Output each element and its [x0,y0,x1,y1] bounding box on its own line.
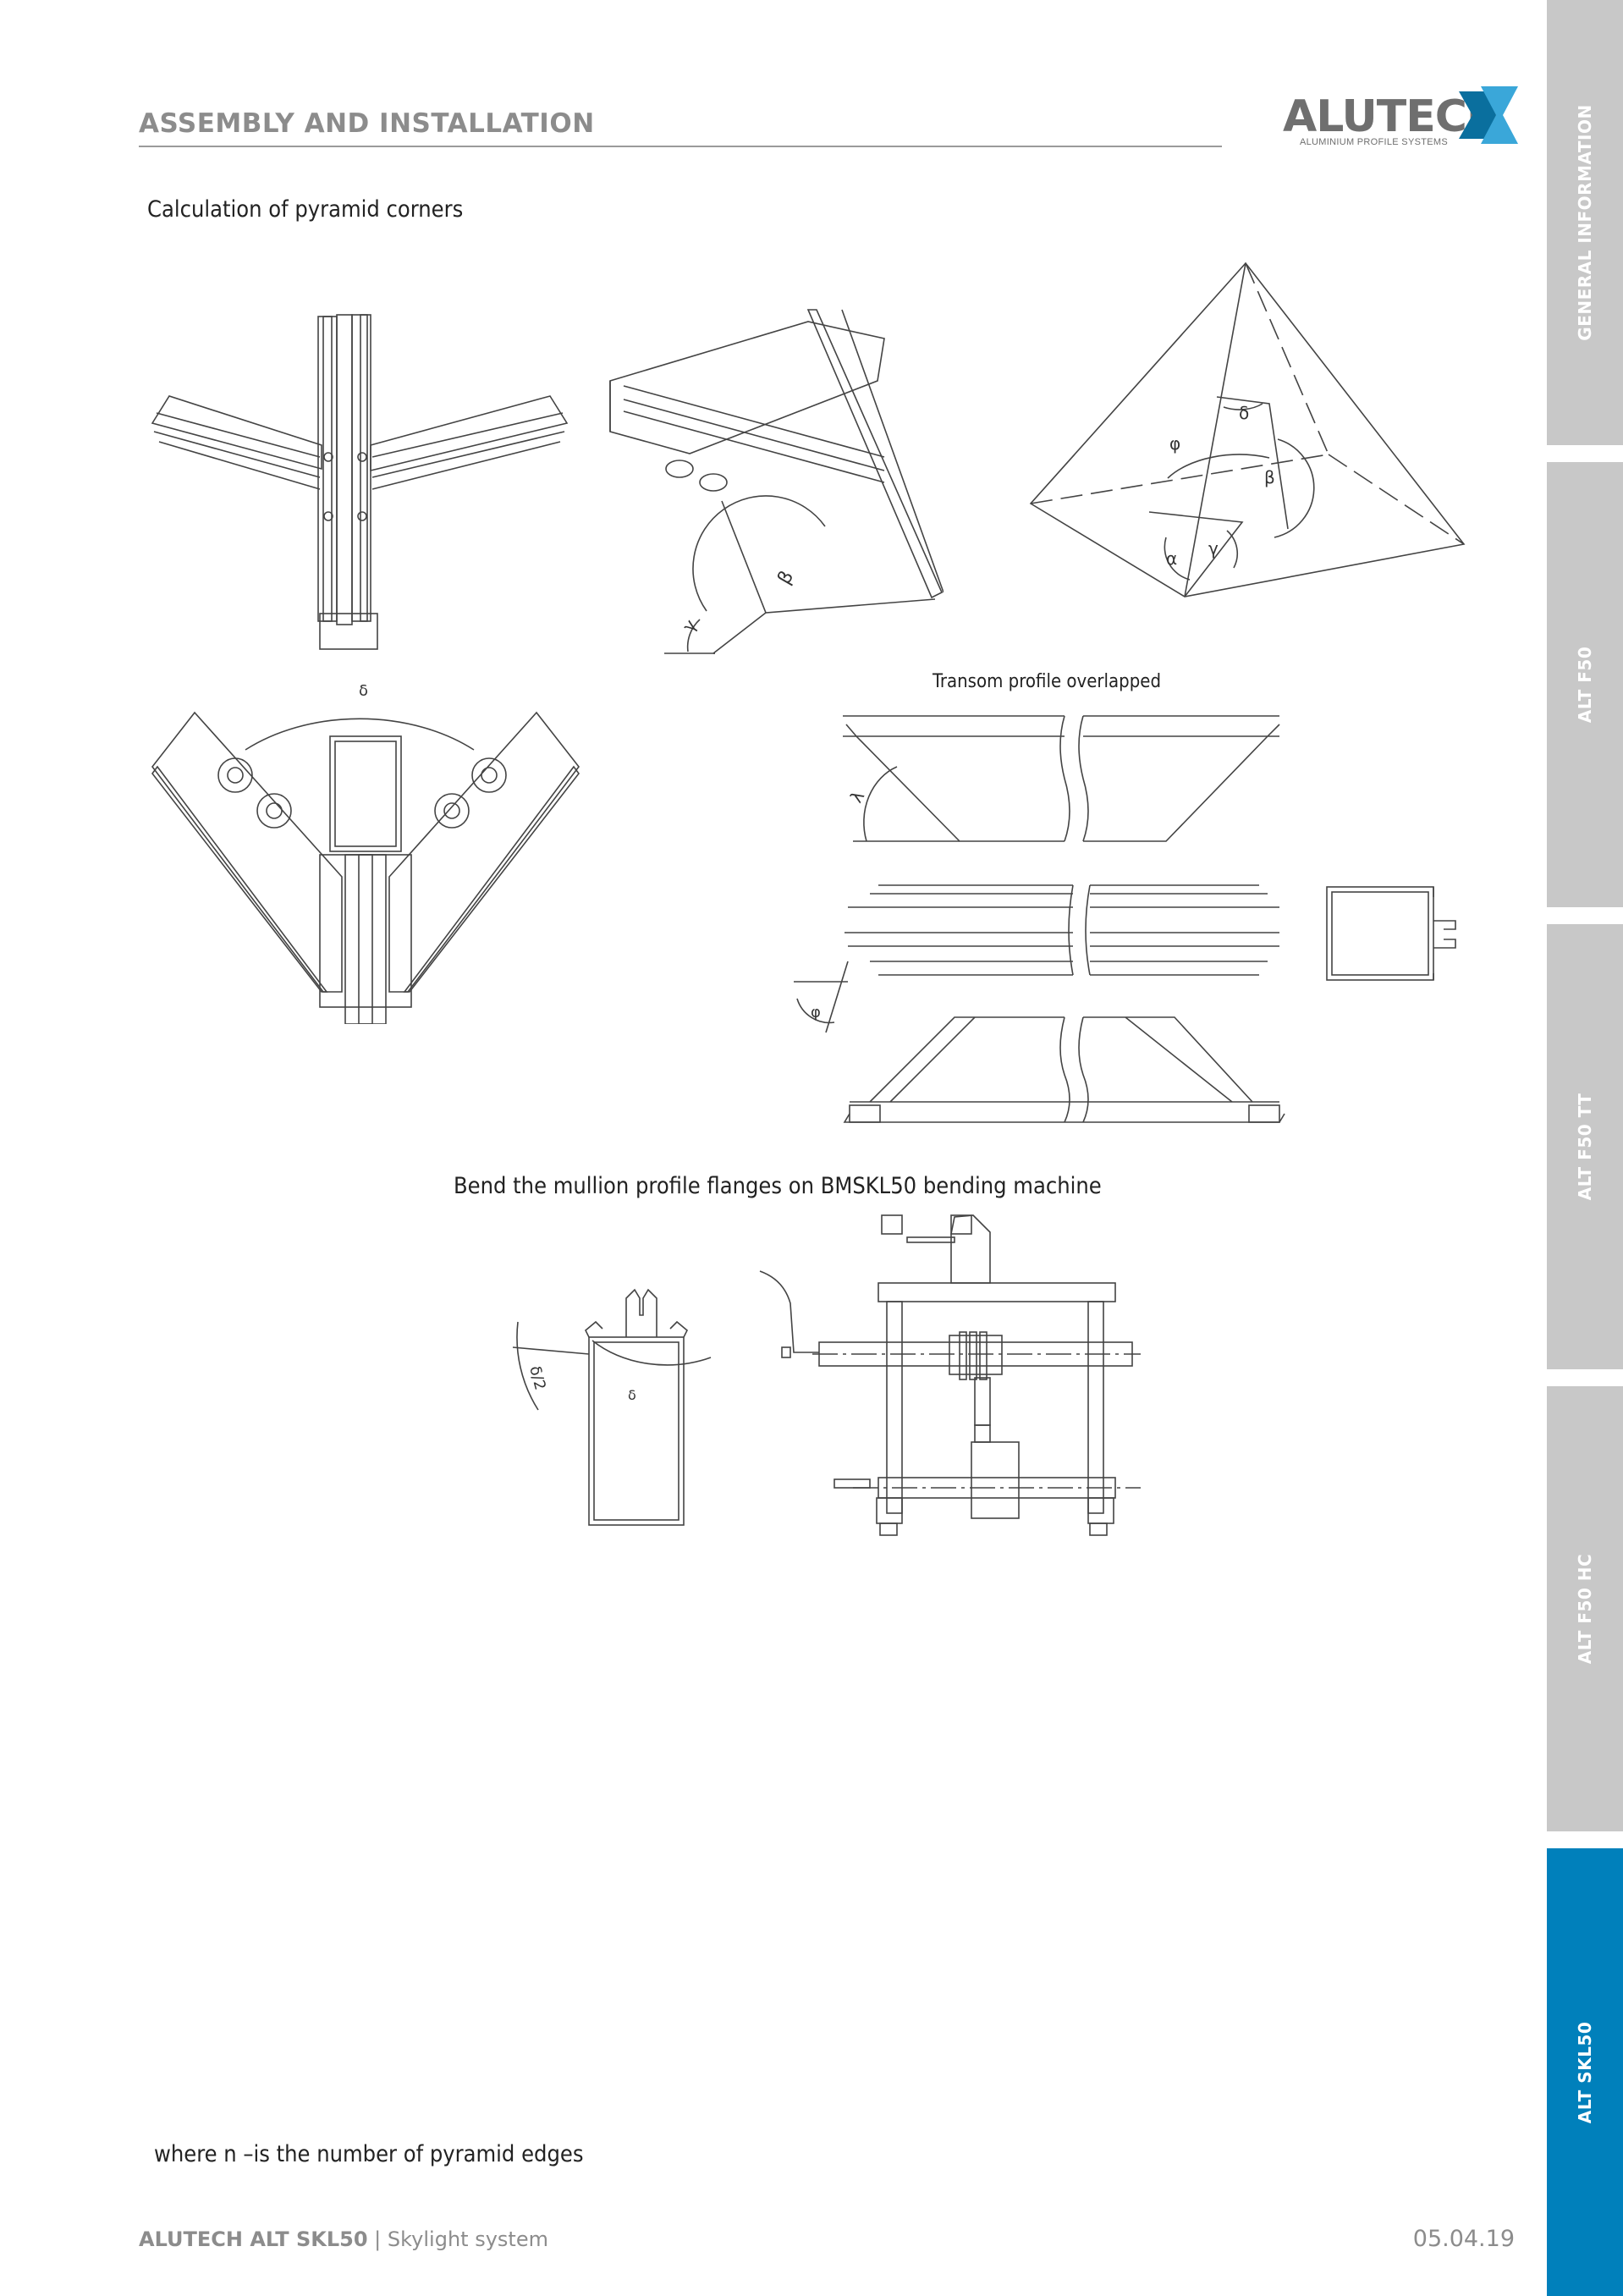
pyramid-note: where n –is the number of pyramid edges [154,2141,584,2167]
footer-product: Skylight system [387,2227,548,2251]
bending-machine-drawing [759,1214,1141,1536]
angle-phi-label: φ [1169,433,1180,454]
mullion-profile-bend-drawing: δ/2 δ [512,1288,712,1526]
transom-section-drawing [1326,886,1456,981]
mullion-top-view-drawing: δ [151,682,580,1024]
footer-separator: | [374,2227,382,2251]
side-tab-alt-f50[interactable]: ALT F50 [1547,462,1623,907]
angle-alpha-label: α [1166,548,1177,569]
side-tab-general-information[interactable]: GENERAL INFORMATION [1547,0,1623,445]
footer-brand: ALUTECH ALT SKL50 | Skylight system [139,2227,548,2251]
footer-brand-name: ALUTECH ALT SKL50 [139,2227,368,2251]
logo-mark-icon [1459,86,1518,144]
profile-perspective-drawing: β γ [609,309,944,654]
page-header-title: ASSEMBLY AND INSTALLATION [139,108,595,139]
angle-half-delta-label: δ/2 [525,1364,549,1392]
angle-beta-label: β [774,567,799,588]
angle-lambda-label: λ [846,787,869,806]
footer-date: 05.04.19 [1412,2226,1515,2252]
header-divider [139,146,1222,147]
angle-gamma-pyramid-label: γ [1208,538,1219,559]
transom-caption: Transom profile overlapped [933,671,1162,692]
angle-delta-label: δ [1239,403,1249,423]
mullion-transom-front-drawing [151,314,569,650]
side-tab-alt-skl50[interactable]: ALT SKL50 [1547,1848,1623,2296]
angle-gamma-label: γ [678,615,701,636]
side-tab-alt-f50-tt[interactable]: ALT F50 TT [1547,924,1623,1369]
section-title: Calculation of pyramid corners [147,196,464,223]
angle-delta-bend-label: δ [628,1387,636,1403]
side-tab-alt-f50-hc[interactable]: ALT F50 HC [1547,1386,1623,1831]
transom-overlapped-drawing: λ φ [794,715,1285,1123]
alutech-logo: ALUTECH ALUMINIUM PROFILE SYSTEMS [1283,85,1518,151]
angle-phi-transom-label: φ [811,1004,821,1021]
bend-caption: Bend the mullion profile flanges on BMSK… [454,1173,1102,1199]
pyramid-drawing: δ φ β γ α [1029,262,1466,597]
angle-delta-top-label: δ [359,682,368,700]
angle-beta-pyramid-label: β [1264,467,1275,487]
logo-tagline: ALUMINIUM PROFILE SYSTEMS [1300,137,1448,147]
